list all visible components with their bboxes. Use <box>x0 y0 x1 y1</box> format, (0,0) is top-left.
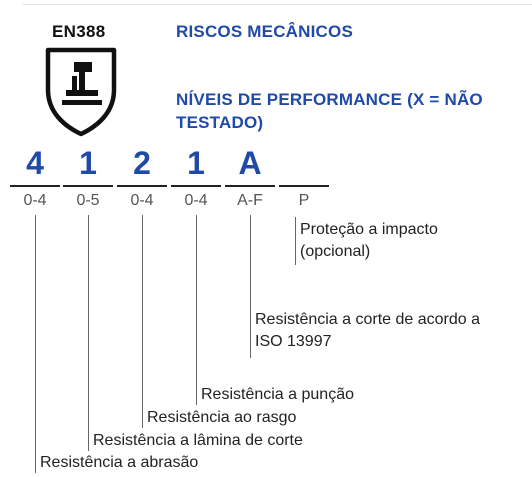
code-tear-value: 2 <box>133 145 151 181</box>
connector-cut-iso <box>250 215 251 358</box>
code-abrasion-range: 0-4 <box>23 192 47 209</box>
connector-puncture <box>196 215 197 405</box>
impact-description-line1: Proteção a impacto <box>300 221 438 238</box>
connector-abrasion <box>35 215 36 473</box>
code-underline <box>279 185 329 187</box>
top-divider <box>22 4 532 5</box>
code-puncture-range: 0-4 <box>184 192 208 209</box>
connector-impact <box>295 217 296 265</box>
code-underline <box>171 185 221 187</box>
hammer-shield-icon <box>45 47 117 137</box>
standard-label: EN388 <box>52 22 106 41</box>
code-abrasion-value: 4 <box>26 145 44 181</box>
code-cut-iso-value: A <box>238 145 262 181</box>
code-tear-range: 0-4 <box>130 192 154 209</box>
connector-blade-cut <box>88 215 89 451</box>
connector-tear <box>142 215 143 428</box>
tear-description: Resistência ao rasgo <box>147 409 297 426</box>
code-underline <box>10 185 60 187</box>
code-blade-cut-range: 0-5 <box>76 192 100 209</box>
code-underline <box>117 185 167 187</box>
cut-iso-description-line2: ISO 13997 <box>255 333 332 350</box>
code-underline <box>63 185 113 187</box>
impact-description-line2: (opcional) <box>300 243 371 260</box>
code-cut-iso-range: A-F <box>237 192 263 209</box>
abrasion-description: Resistência a abrasão <box>40 454 199 471</box>
blade-cut-description: Resistência a lâmina de corte <box>93 432 303 449</box>
code-puncture-value: 1 <box>187 145 205 181</box>
code-blade-cut-value: 1 <box>79 145 97 181</box>
mechanical-risks-title: RISCOS MECÂNICOS <box>176 22 353 41</box>
code-impact-range: P <box>298 192 310 209</box>
cut-iso-description-line1: Resistência a corte de acordo a <box>255 311 481 328</box>
puncture-description: Resistência a punção <box>201 386 354 403</box>
performance-levels-title: NÍVEIS DE PERFORMANCE (X = NÃO TESTADO) <box>176 90 483 132</box>
code-underline <box>225 185 275 187</box>
